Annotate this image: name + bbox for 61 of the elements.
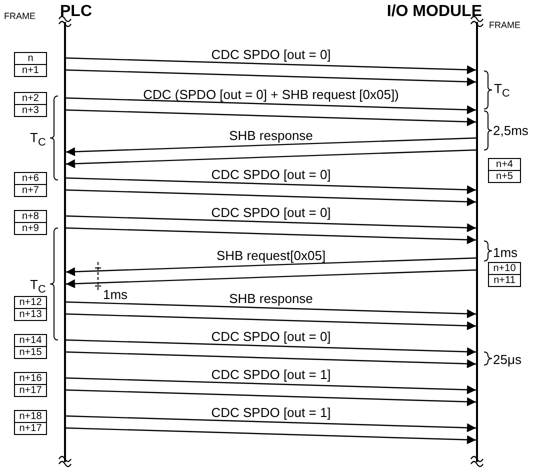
frame-number: n+17 (14, 422, 47, 435)
frame-number: n+9 (14, 222, 47, 235)
message-label: SHB response (229, 128, 313, 143)
frame-caption: FRAME (4, 11, 36, 21)
arrow (66, 57, 476, 74)
arrow (66, 339, 476, 356)
frame-number: n+17 (14, 384, 47, 397)
lifeline-heading: PLC (60, 2, 93, 22)
frame-number: n+16 (14, 372, 47, 385)
frame-number: n+6 (14, 172, 47, 185)
time-label: T$_{C}$ (30, 277, 46, 298)
frame-number: n+15 (14, 346, 47, 359)
arrow (66, 137, 476, 156)
arrow (66, 215, 476, 232)
message-label: CDC SPDO [out = 1] (211, 367, 331, 382)
arrow (66, 97, 476, 114)
message-label: CDC SPDO [out = 0] (211, 167, 331, 182)
frame-number: n+12 (14, 296, 47, 309)
arrow (66, 427, 476, 444)
frame-number: n+14 (14, 334, 47, 347)
arrow (66, 257, 476, 276)
arrow (66, 389, 476, 406)
arrow (66, 69, 476, 86)
arrow (66, 301, 476, 318)
arrow (66, 189, 476, 206)
message-label: CDC SPDO [out = 0] (211, 329, 331, 344)
arrow (66, 227, 476, 244)
time-label: T$_{C}$ (494, 81, 510, 102)
frame-number: n+10 (488, 262, 521, 275)
frame-caption: FRAME (489, 20, 520, 30)
message-label: CDC SPDO [out = 0] (211, 205, 331, 220)
message-label: SHB request[0x05] (216, 248, 326, 263)
arrow (66, 149, 476, 168)
frame-number: n+13 (14, 308, 47, 321)
arrow (66, 177, 476, 194)
frame-number: n+2 (14, 92, 47, 105)
arrow (66, 351, 476, 368)
arrow (66, 109, 476, 126)
frame-number: n+7 (14, 184, 47, 197)
time-label: T$_{C}$ (30, 130, 46, 151)
frame-number: n+5 (488, 170, 521, 183)
frame-number: n (14, 52, 47, 65)
arrow (66, 377, 476, 394)
time-label: 2,5ms (493, 123, 528, 138)
message-label: SHB response (229, 291, 313, 306)
lifeline-heading: I/O MODULE (386, 2, 482, 22)
time-label: 1ms (493, 245, 518, 260)
frame-number: n+3 (14, 104, 47, 117)
message-label: CDC SPDO [out = 0] (211, 47, 331, 62)
frame-number: n+18 (14, 410, 47, 423)
frame-number: n+11 (488, 274, 521, 287)
time-label: 25μs (493, 352, 522, 367)
frame-number: n+4 (488, 158, 521, 171)
arrow (66, 313, 476, 330)
arrow (66, 415, 476, 432)
arrow (66, 269, 476, 288)
message-label: CDC SPDO [out = 1] (211, 405, 331, 420)
message-label: CDC (SPDO [out = 0] + SHB request [0x05]) (143, 87, 399, 102)
frame-number: n+1 (14, 64, 47, 77)
time-label: 1ms (103, 287, 128, 302)
frame-number: n+8 (14, 210, 47, 223)
